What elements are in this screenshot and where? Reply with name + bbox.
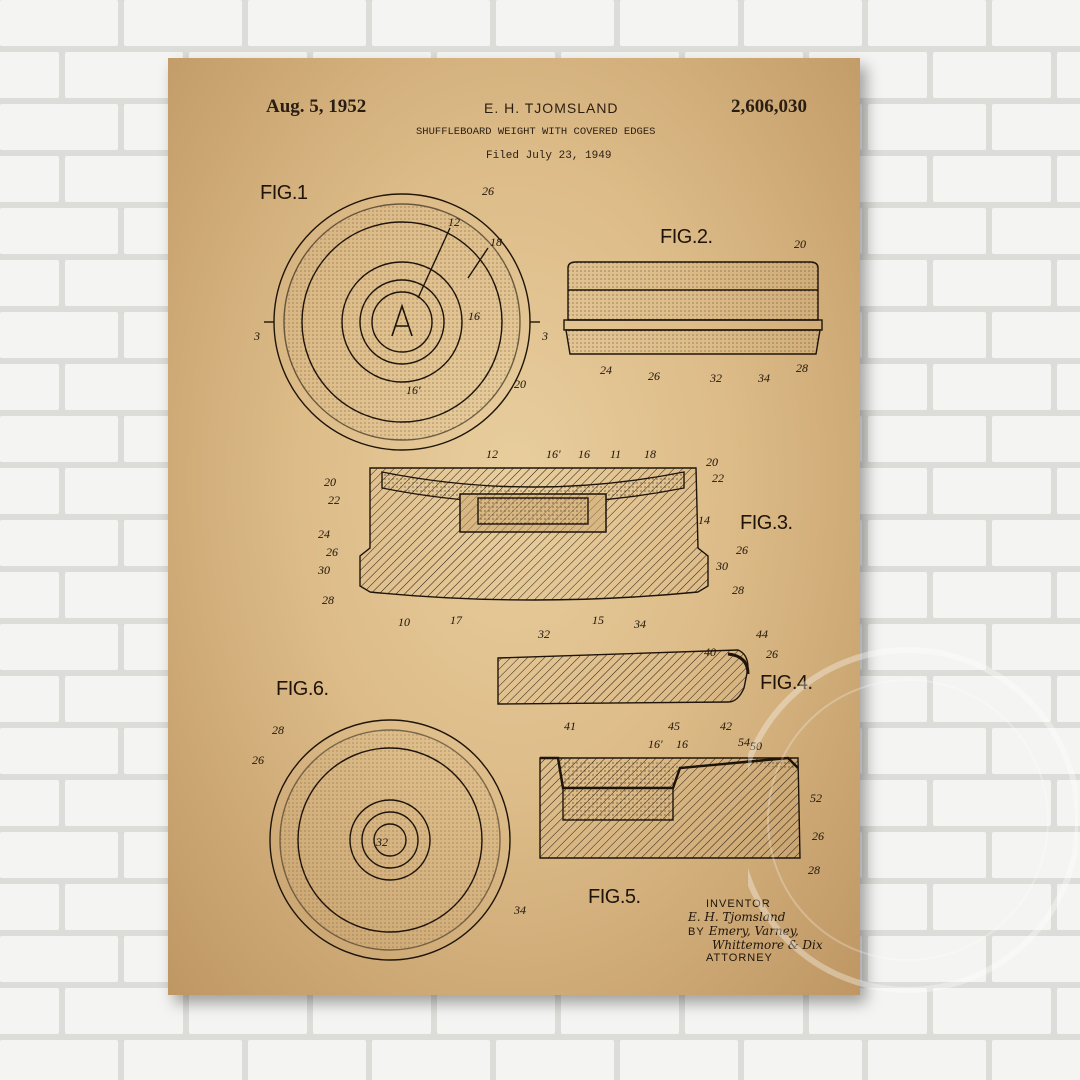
ref-3-left: 3 [253, 329, 260, 343]
ref-20c: 20 [324, 475, 336, 489]
inventor-signature: E. H. Tjomsland [688, 910, 786, 924]
ref-16e: 16 [676, 737, 688, 751]
patent-poster: Aug. 5, 1952 E. H. TJOMSLAND 2,606,030 S… [168, 58, 860, 995]
ref-20b: 20 [794, 237, 806, 251]
ref-26d: 26 [766, 647, 778, 661]
ref-44: 44 [756, 627, 768, 641]
ref-50: 50 [750, 739, 762, 753]
ref-10c: 10 [398, 615, 410, 629]
patent-drawing: 26 12 18 16 16' 20 3 3 20 24 26 32 34 28… [252, 184, 824, 961]
ref-54: 54 [738, 735, 750, 749]
by-label: BY [688, 926, 705, 938]
inventor-label: INVENTOR [706, 898, 771, 910]
ref-30cl: 30 [317, 563, 330, 577]
fig4-label: FIG.4. [760, 672, 813, 694]
ref-26f: 26 [252, 753, 264, 767]
ref-32: 32 [709, 371, 722, 385]
watermark-seal-icon [748, 647, 1078, 993]
fig3-label: FIG.3. [740, 512, 793, 534]
ref-34: 34 [757, 371, 770, 385]
fig4-drawing [497, 649, 750, 705]
patent-number: 2,606,030 [731, 96, 807, 117]
fig5-drawing [539, 756, 801, 859]
patent-title: SHUFFLEBOARD WEIGHT WITH COVERED EDGES [416, 126, 656, 138]
fig1-label: FIG.1 [260, 182, 308, 204]
fig6-label: FIG.6. [276, 678, 329, 700]
ref-34c: 34 [633, 617, 646, 631]
ref-40: 40 [704, 645, 716, 659]
ref-34f: 34 [513, 903, 526, 917]
ref-18c: 18 [644, 447, 656, 461]
ref-24: 24 [600, 363, 612, 377]
fig6-drawing [269, 719, 511, 961]
fig5-label: FIG.5. [588, 886, 641, 908]
ref-16c: 16 [578, 447, 590, 461]
fig2-label: FIG.2. [660, 226, 713, 248]
patent-date: Aug. 5, 1952 [266, 96, 367, 117]
fig1-drawing [264, 193, 540, 451]
ref-52: 52 [810, 791, 822, 805]
ref-16: 16 [468, 309, 480, 323]
ref-17c: 17 [450, 613, 463, 627]
fig2-drawing [563, 261, 823, 355]
ref-28cr: 28 [732, 583, 744, 597]
ref-20cr: 20 [706, 455, 718, 469]
ref-26cl: 26 [326, 545, 338, 559]
ref-15c: 15 [592, 613, 604, 627]
attorney-signature-1: Emery, Varney, [708, 924, 799, 938]
ref-28e: 28 [808, 863, 820, 877]
signature-block: INVENTOR E. H. Tjomsland BY Emery, Varne… [688, 898, 860, 964]
attorney-signature-2: Whittemore & Dix [712, 938, 823, 952]
ref-12: 12 [448, 215, 460, 229]
ref-26e: 26 [812, 829, 824, 843]
ref-45: 45 [668, 719, 680, 733]
ref-41: 41 [564, 719, 576, 733]
ref-14c: 14 [698, 513, 710, 527]
attorney-label: ATTORNEY [706, 952, 773, 964]
ref-12c: 12 [486, 447, 498, 461]
ref-16pc: 16' [546, 447, 561, 461]
patent-inventor: E. H. TJOMSLAND [484, 100, 619, 116]
ref-3-right: 3 [541, 329, 548, 343]
ref-16pe: 16' [648, 737, 663, 751]
ref-28cl: 28 [322, 593, 334, 607]
ref-42: 42 [720, 719, 732, 733]
ref-26b: 26 [648, 369, 660, 383]
ref-30cr: 30 [715, 559, 728, 573]
ref-16p: 16' [406, 383, 421, 397]
ref-11c: 11 [610, 447, 621, 461]
ref-22c: 22 [328, 493, 340, 507]
fig3-drawing [359, 467, 709, 601]
ref-28f: 28 [272, 723, 284, 737]
ref-32c: 32 [537, 627, 550, 641]
ref-22cr: 22 [712, 471, 724, 485]
ref-24c: 24 [318, 527, 330, 541]
patent-filed-date: Filed July 23, 1949 [486, 150, 612, 162]
ref-26: 26 [482, 184, 494, 198]
ref-26cr: 26 [736, 543, 748, 557]
ref-28: 28 [796, 361, 808, 375]
ref-18: 18 [490, 235, 502, 249]
ref-32f: 32 [375, 835, 388, 849]
ref-20: 20 [514, 377, 526, 391]
